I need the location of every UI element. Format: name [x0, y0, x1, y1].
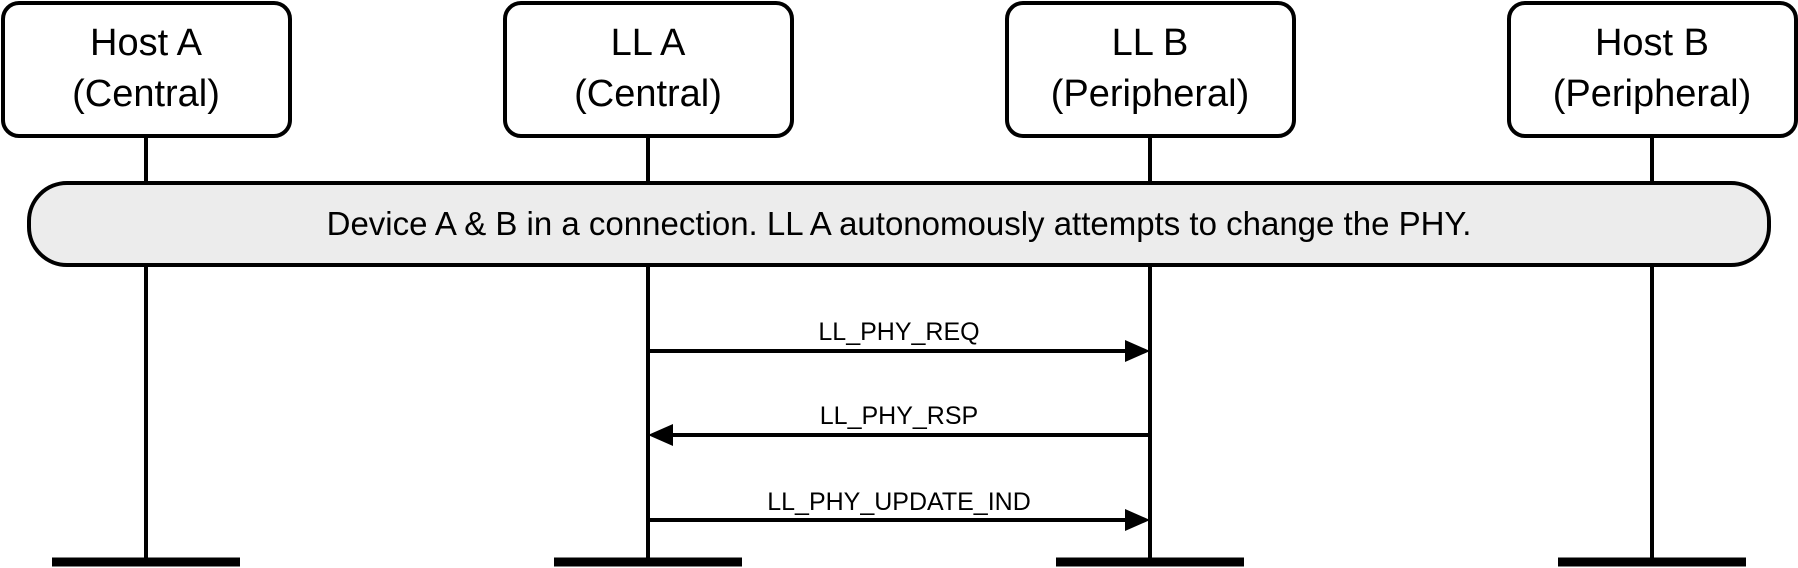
entity-role-ll-a: (Central) — [574, 73, 722, 115]
entity-name-host-b: Host B — [1595, 22, 1709, 64]
entity-box-ll-b — [1005, 1, 1296, 138]
message-arrowhead-ll-phy-rsp — [648, 424, 673, 446]
entity-ll-a: LL A (Central) — [503, 1, 794, 138]
message-ll-phy-rsp: LL_PHY_RSP — [648, 402, 1150, 446]
state-banner-box — [27, 181, 1771, 267]
entity-host-a: Host A (Central) — [1, 1, 292, 138]
message-ll-phy-req: LL_PHY_REQ — [648, 318, 1150, 362]
entity-box-ll-a — [503, 1, 794, 138]
entity-name-host-a: Host A — [90, 22, 203, 64]
entity-role-host-a: (Central) — [72, 73, 220, 115]
state-banner-text: Device A & B in a connection. LL A auton… — [327, 205, 1472, 242]
entity-ll-b: LL B (Peripheral) — [1005, 1, 1296, 138]
message-label-ll-phy-rsp: LL_PHY_RSP — [820, 402, 978, 430]
entity-name-ll-a: LL A — [611, 22, 686, 64]
message-label-ll-phy-req: LL_PHY_REQ — [818, 318, 979, 346]
entity-host-b: Host B (Peripheral) — [1507, 1, 1798, 138]
message-ll-phy-update-ind: LL_PHY_UPDATE_IND — [648, 488, 1150, 531]
entity-role-host-b: (Peripheral) — [1553, 73, 1752, 115]
state-banner: Device A & B in a connection. LL A auton… — [27, 181, 1771, 267]
entity-role-ll-b: (Peripheral) — [1051, 73, 1250, 115]
message-arrowhead-ll-phy-update-ind — [1125, 509, 1150, 531]
entity-box-host-a — [1, 1, 292, 138]
message-arrowhead-ll-phy-req — [1125, 340, 1150, 362]
entity-box-host-b — [1507, 1, 1798, 138]
entity-name-ll-b: LL B — [1112, 22, 1189, 64]
message-label-ll-phy-update-ind: LL_PHY_UPDATE_IND — [767, 488, 1031, 516]
